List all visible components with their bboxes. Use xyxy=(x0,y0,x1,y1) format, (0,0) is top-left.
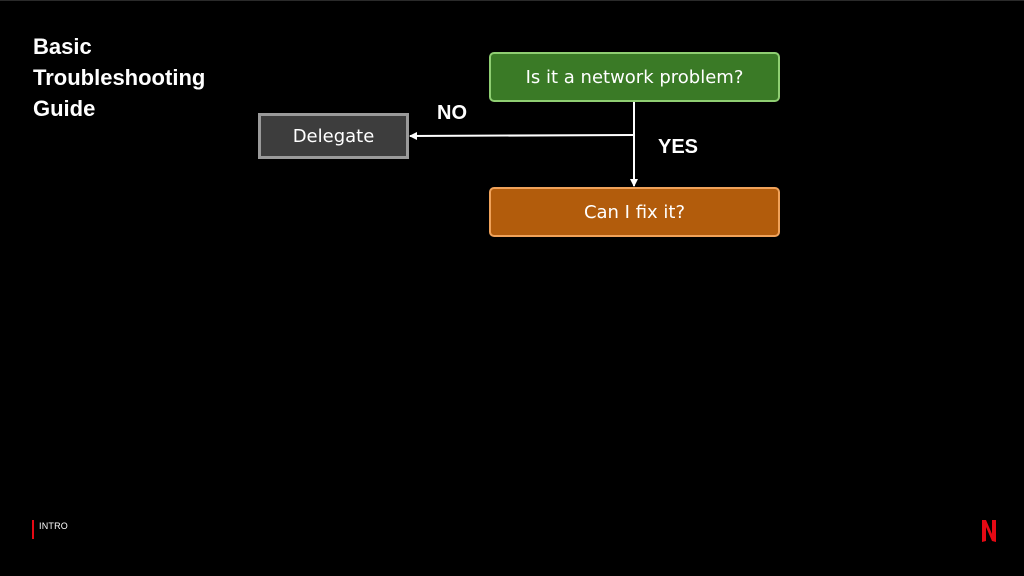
decision-can-i-fix: Can I fix it? xyxy=(489,187,780,237)
delegate-label: Delegate xyxy=(292,125,375,147)
title-line-2: Troubleshooting xyxy=(33,65,206,90)
decision-fix-label: Can I fix it? xyxy=(583,201,686,223)
decision-network-problem: Is it a network problem? xyxy=(489,52,780,102)
title-line-3: Guide xyxy=(33,96,96,121)
decision-network-label: Is it a network problem? xyxy=(525,66,744,88)
title-line-1: Basic xyxy=(33,34,92,59)
connector-no xyxy=(409,131,635,140)
page-title: Basic Troubleshooting Guide xyxy=(33,31,263,124)
section-label: INTRO xyxy=(39,521,68,531)
node-delegate: Delegate xyxy=(258,113,409,159)
netflix-n-logo-icon xyxy=(982,520,996,542)
edge-label-yes: YES xyxy=(658,136,699,158)
section-marker xyxy=(32,520,34,539)
top-divider xyxy=(0,0,1024,1)
edge-label-no: NO xyxy=(437,102,467,124)
